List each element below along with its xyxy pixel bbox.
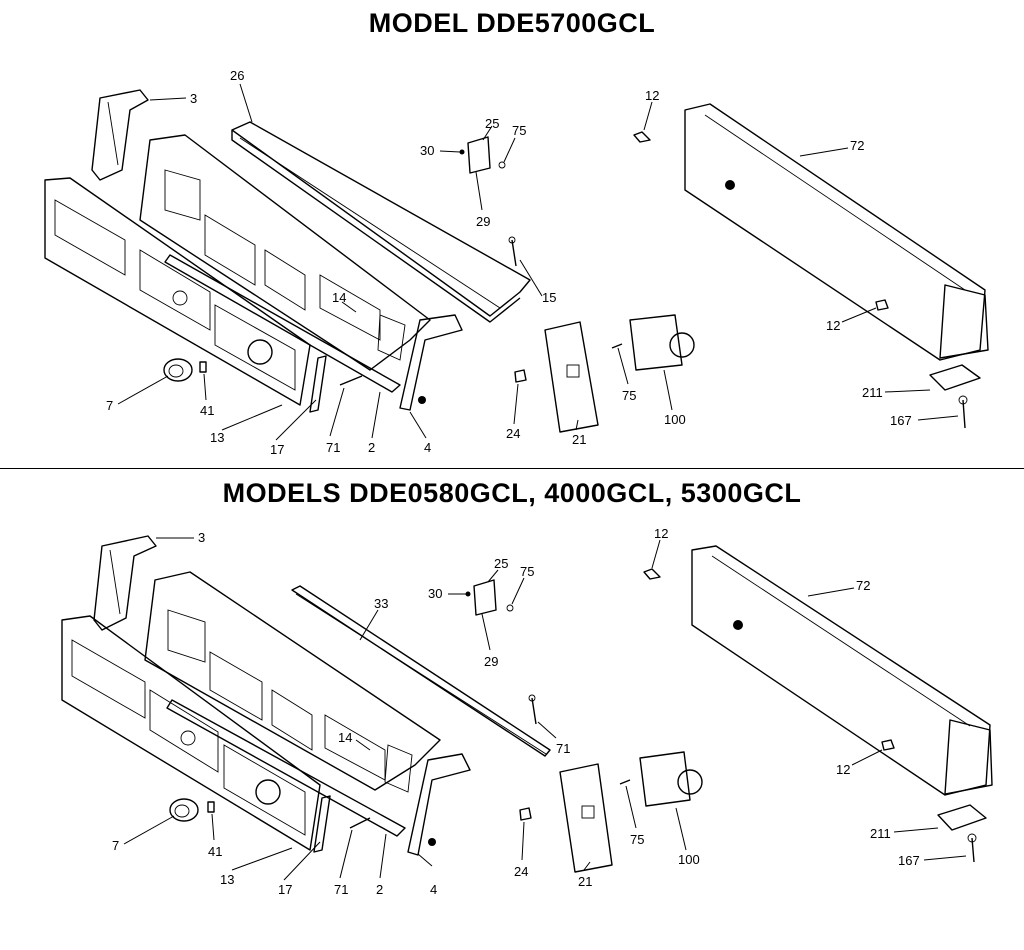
callout-13: 13: [220, 872, 234, 887]
callout-4: 4: [430, 882, 437, 897]
exploded-diagram-1: 3 26 30 25 75 29 12 72 15 14 12 7 41 13 …: [44, 68, 989, 457]
section-1-title: MODEL DDE5700GCL: [368, 8, 656, 38]
part-25-switch: [459, 136, 506, 174]
part-4-end-cap: [407, 753, 471, 856]
part-26-top-trim: [231, 121, 531, 323]
part-control-frame: [144, 571, 441, 793]
part-75-screw-lower: [619, 779, 631, 785]
part-71-upper-screw: [528, 694, 537, 725]
part-71-screw: [339, 375, 363, 386]
callout-21: 21: [572, 432, 586, 447]
callout-13: 13: [210, 430, 224, 445]
callout-71-lower: 71: [334, 882, 348, 897]
part-100-timer: [639, 751, 703, 807]
part-21-board: [559, 763, 613, 873]
callout-30: 30: [428, 586, 442, 601]
part-33-trim-strip: [291, 585, 551, 757]
part-211-bracket: [929, 364, 981, 391]
exploded-diagram-2: 3 33 30 25 75 29 12 72 71 14 12 7 41 13 …: [61, 526, 993, 897]
callout-71-upper: 71: [556, 741, 570, 756]
part-72-backsplash: [691, 545, 993, 796]
part-24-nut: [519, 807, 532, 821]
callout-25: 25: [494, 556, 508, 571]
callout-24: 24: [514, 864, 528, 879]
callout-4: 4: [424, 440, 431, 455]
leader-lines: [123, 537, 967, 881]
part-167-screw: [958, 395, 968, 429]
part-13-front-panel: [61, 615, 321, 851]
callout-100: 100: [678, 852, 700, 867]
callout-25: 25: [485, 116, 499, 131]
leader-lines: [117, 83, 959, 441]
callout-211: 211: [870, 826, 891, 841]
callout-21: 21: [578, 874, 592, 889]
part-2-trim: [164, 254, 401, 393]
part-4-end-cap: [399, 314, 463, 411]
callout-71: 71: [326, 440, 340, 455]
part-75-screw-lower: [611, 343, 623, 349]
part-100-timer: [629, 314, 695, 371]
part-7-knob: [163, 358, 193, 382]
callout-29: 29: [484, 654, 498, 669]
callout-41: 41: [208, 844, 222, 859]
callout-12-upper: 12: [645, 88, 659, 103]
callout-167: 167: [898, 853, 920, 868]
part-control-frame: [139, 134, 431, 371]
callout-2: 2: [376, 882, 383, 897]
callout-211: 211: [862, 385, 883, 400]
part-41-spring: [207, 801, 215, 813]
callout-12-lower: 12: [826, 318, 840, 333]
callout-7: 7: [106, 398, 113, 413]
part-12-nut: [643, 568, 661, 580]
part-13-front-panel: [44, 177, 311, 406]
callout-24: 24: [506, 426, 520, 441]
part-15-screw: [508, 236, 517, 267]
callout-14: 14: [332, 290, 346, 305]
section-divider: [0, 468, 1024, 469]
part-24-nut: [514, 369, 527, 383]
callout-12-upper: 12: [654, 526, 668, 541]
callout-75-lower: 75: [622, 388, 636, 403]
part-72-backsplash: [684, 103, 989, 361]
part-17-clip: [309, 355, 327, 413]
callout-75-upper: 75: [512, 123, 526, 138]
callout-41: 41: [200, 403, 214, 418]
part-12b-nut: [881, 739, 895, 751]
part-12-nut: [633, 131, 651, 143]
callout-7: 7: [112, 838, 119, 853]
callout-72: 72: [850, 138, 864, 153]
section-2-title: MODELS DDE0580GCL, 4000GCL, 5300GCL: [222, 478, 802, 508]
part-12b-nut: [875, 299, 889, 311]
callout-167: 167: [890, 413, 912, 428]
part-2-trim: [166, 699, 406, 837]
callout-26: 26: [230, 68, 244, 83]
callout-15: 15: [542, 290, 556, 305]
callout-30: 30: [420, 143, 434, 158]
callout-72: 72: [856, 578, 870, 593]
part-71-screw: [349, 817, 371, 829]
part-25-switch: [465, 579, 514, 616]
callout-3: 3: [198, 530, 205, 545]
callout-29: 29: [476, 214, 490, 229]
part-167-screw: [967, 833, 977, 863]
part-211-bracket: [937, 804, 987, 831]
callout-33: 33: [374, 596, 388, 611]
callout-3: 3: [190, 91, 197, 106]
callout-2: 2: [368, 440, 375, 455]
part-3-end-cap: [93, 535, 157, 631]
callout-17: 17: [270, 442, 284, 457]
callout-17: 17: [278, 882, 292, 897]
callout-75-lower: 75: [630, 832, 644, 847]
callout-100: 100: [664, 412, 686, 427]
part-21-board: [544, 321, 599, 433]
part-41-spring: [199, 361, 207, 373]
callout-14: 14: [338, 730, 352, 745]
callout-75-upper: 75: [520, 564, 534, 579]
part-7-knob: [169, 798, 199, 822]
callout-12-lower: 12: [836, 762, 850, 777]
part-3-end-cap: [91, 89, 149, 181]
